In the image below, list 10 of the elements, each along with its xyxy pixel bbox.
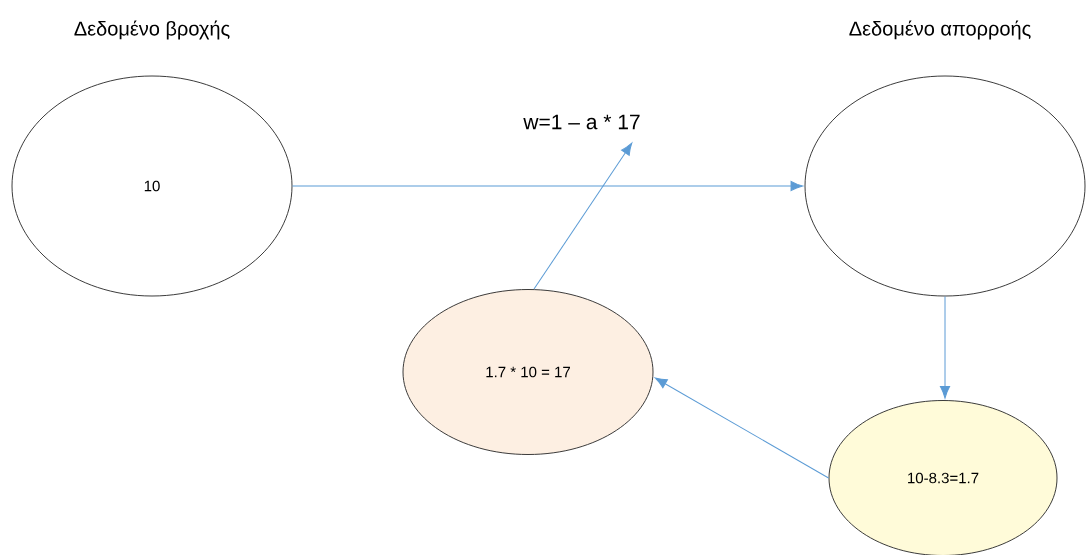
arrow [939, 295, 951, 399]
heading: Δεδομένο απορροής [849, 20, 1031, 40]
arrow [533, 142, 633, 290]
arrow [654, 377, 830, 479]
ellipse-node: 10-8.3=1.7 [828, 400, 1058, 555]
ellipse-node: 1.7 * 10 = 17 [402, 289, 654, 455]
heading: Δεδομένο βροχής [74, 20, 230, 40]
ellipse-node: 10 [11, 75, 293, 297]
formula-text: w=1 – a * 17 [523, 114, 640, 130]
arrow [291, 180, 804, 192]
